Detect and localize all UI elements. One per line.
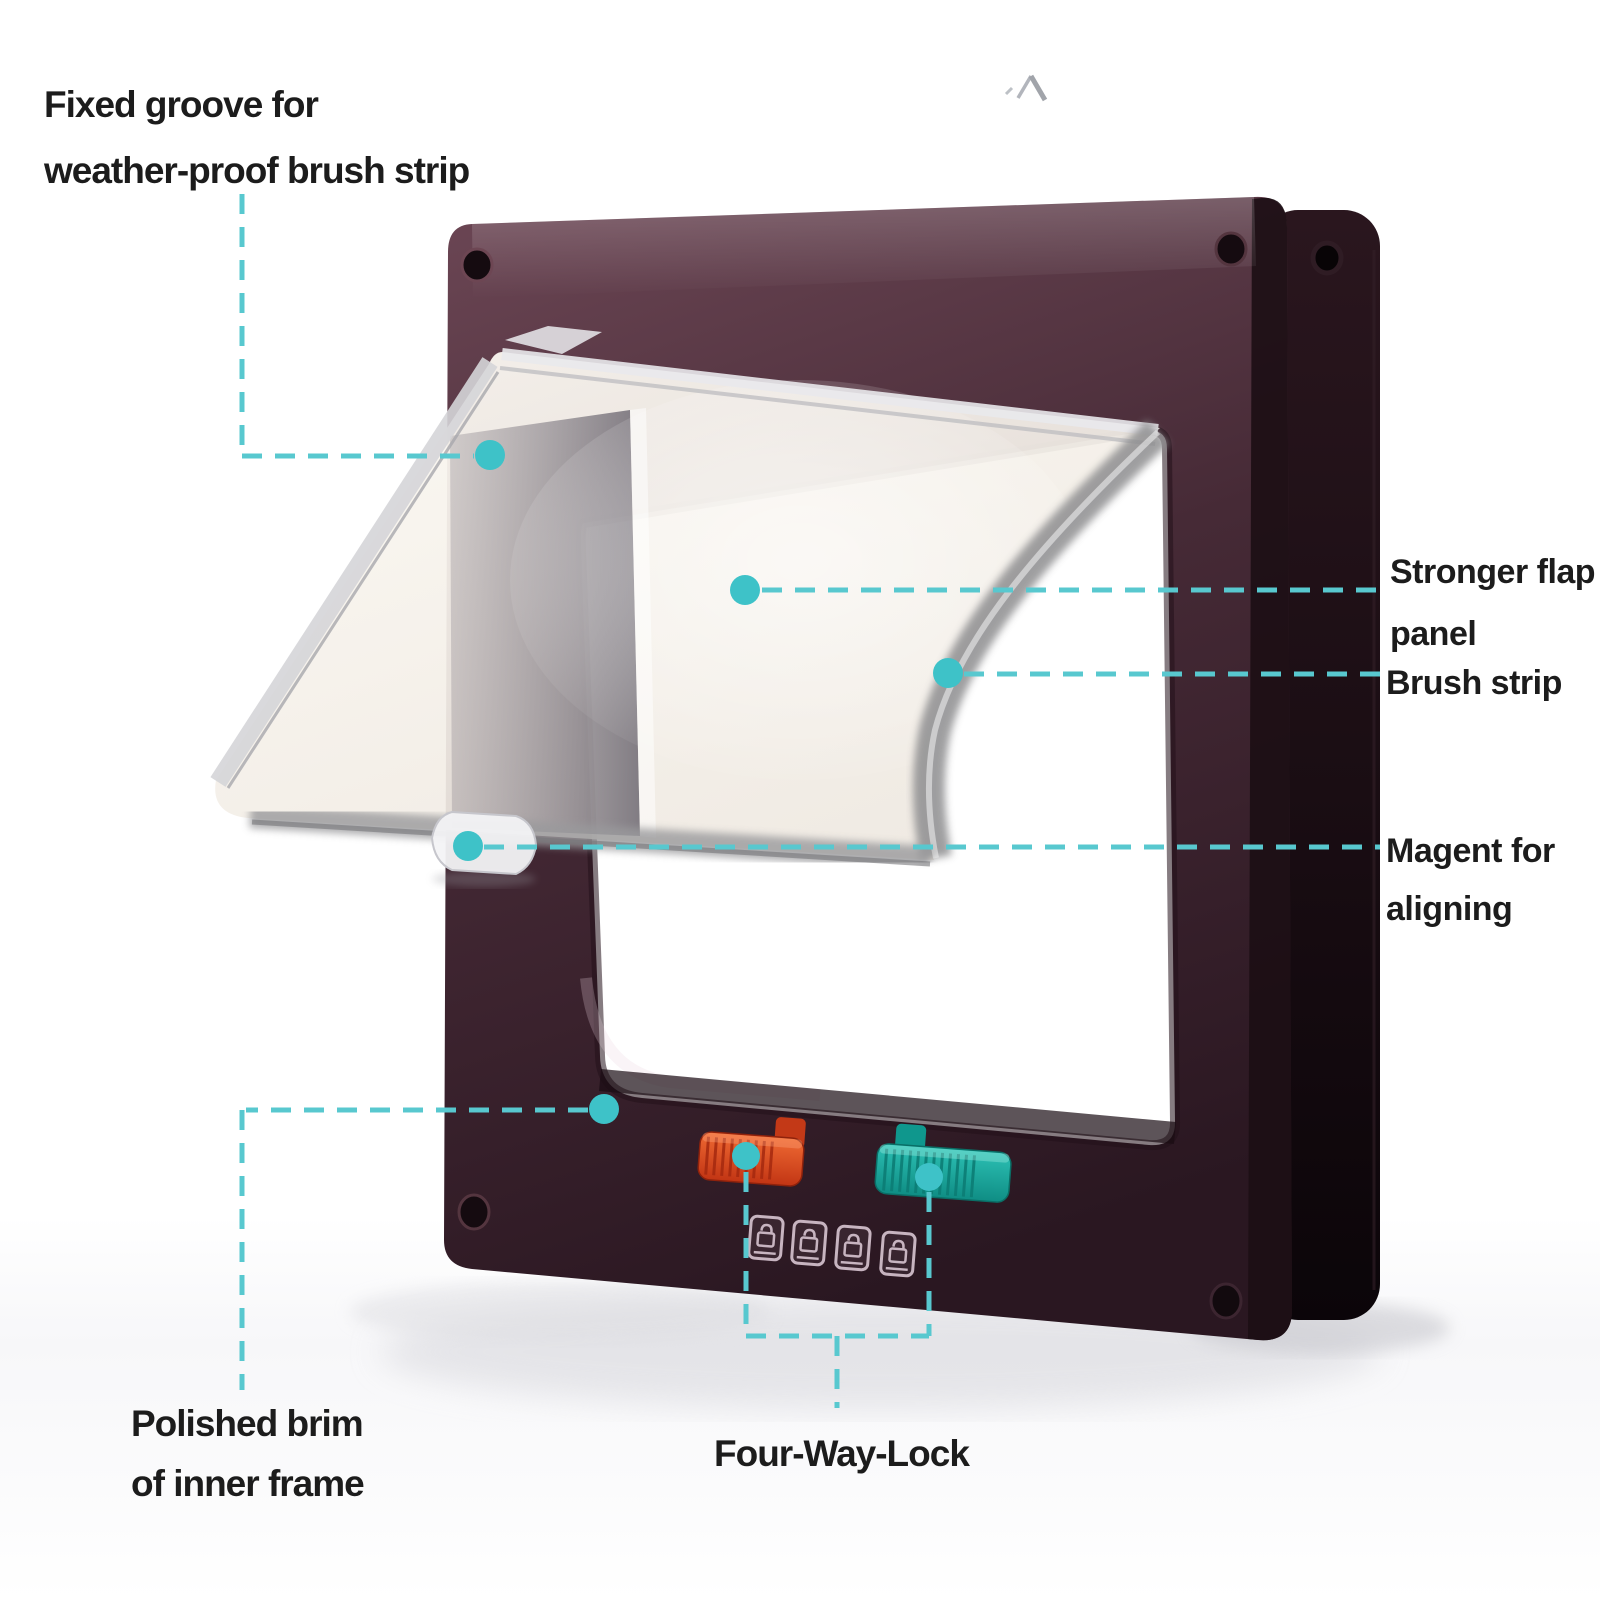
marker-dot-lock-teal [915,1163,943,1191]
annotation-fixed-groove: Fixed groove for weather-proof brush str… [44,84,470,191]
screw-holes [457,231,1248,1320]
annotation-brush-strip: Brush strip [1386,664,1562,702]
screw-hole-top-right [1214,231,1248,267]
watermark-mark-icon [1004,74,1048,102]
brush-strip-edge [912,420,1169,862]
lock-mode-icon [879,1230,917,1278]
flap-panel [210,326,1169,887]
lock-mode-icon [834,1224,872,1272]
marker-dot-magnet [453,831,483,861]
four-way-lock-sliders [697,1117,1012,1203]
screw-hole-back [1310,240,1344,276]
annotation-four-way-lock: Four-Way-Lock [714,1433,970,1474]
fixed-groove-hinge [501,348,1159,436]
marker-dot-lock-red [732,1142,760,1170]
annotation-polished-brim: Polished brim of inner frame [131,1403,365,1504]
annotation-magnet: Magent for aligning [1386,832,1555,928]
screw-hole-top-left [460,247,494,283]
screw-hole-bottom-right [1209,1282,1243,1320]
teal-lock-slider [874,1123,1012,1203]
lock-mode-icon [747,1214,785,1262]
marker-dot-stronger-flap [730,575,760,605]
marker-dot-fixed-groove [475,440,505,470]
lock-mode-icon [790,1219,828,1267]
marker-dot-polished-brim [589,1094,619,1124]
marker-dot-brush-strip [933,658,963,688]
brush-strip-bottom [249,804,931,870]
annotation-stronger-flap: Stronger flap panel [1390,553,1596,653]
lock-mode-icons [747,1214,917,1278]
lock-slider-groove [598,1069,1177,1144]
screw-hole-bottom-left [457,1193,491,1231]
back-frame [1262,210,1380,1320]
